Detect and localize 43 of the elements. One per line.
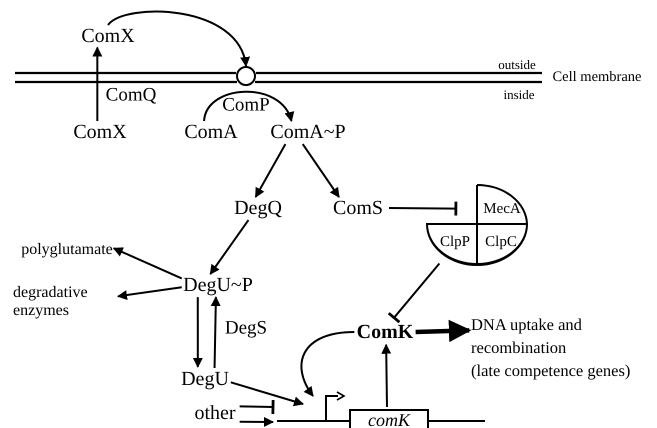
protein-name: ComX: [73, 121, 127, 143]
edge-label: DegS: [224, 318, 268, 340]
outcome-text: (late competence genes): [471, 360, 632, 382]
protein-name: DegQ: [234, 197, 282, 219]
gene-box: comK: [349, 409, 429, 428]
arrow: [117, 286, 182, 300]
arrow: [300, 331, 354, 397]
protein-name: ComA: [184, 121, 238, 143]
arrow: [302, 144, 340, 198]
arrow: [192, 297, 203, 368]
inhibition-line: [389, 200, 458, 217]
arrow: [92, 46, 102, 121]
arrow: [230, 381, 304, 406]
membrane-label: outside: [498, 58, 536, 72]
arrow: [240, 416, 274, 427]
protein-name: ComX: [81, 25, 135, 47]
protein-name: ComA~P: [270, 121, 346, 143]
protein-name: ClpP: [440, 234, 470, 250]
inhibition-line: [240, 398, 275, 416]
outcome-text: degradative enzymes: [13, 284, 89, 320]
inhibition-line: [387, 262, 440, 324]
membrane-label: Cell membrane: [552, 70, 642, 86]
arrow: [112, 247, 182, 280]
arrow: [210, 220, 250, 275]
protein-name: DegU: [181, 368, 229, 390]
arrow: [210, 296, 221, 368]
protein-name: ComS: [332, 197, 384, 219]
outcome-text: DNA uptake and recombination: [471, 314, 583, 360]
protein-name: ClpC: [485, 234, 517, 250]
protein-name: DegU~P: [183, 274, 253, 296]
receptor-circle: [236, 66, 256, 86]
arrow: [254, 144, 286, 198]
arrow: [203, 90, 293, 122]
protein-name: MecA: [483, 200, 521, 218]
arrow: [381, 344, 392, 408]
edge-label: ComQ: [106, 86, 156, 106]
edge-label: ComP: [222, 96, 270, 116]
protein-name: polyglutamate: [21, 241, 113, 259]
arrow: [416, 320, 472, 342]
protein-name: ComK: [356, 321, 414, 343]
arrow: [107, 10, 249, 67]
protein-name: other: [194, 402, 236, 424]
membrane-label: inside: [503, 88, 535, 102]
